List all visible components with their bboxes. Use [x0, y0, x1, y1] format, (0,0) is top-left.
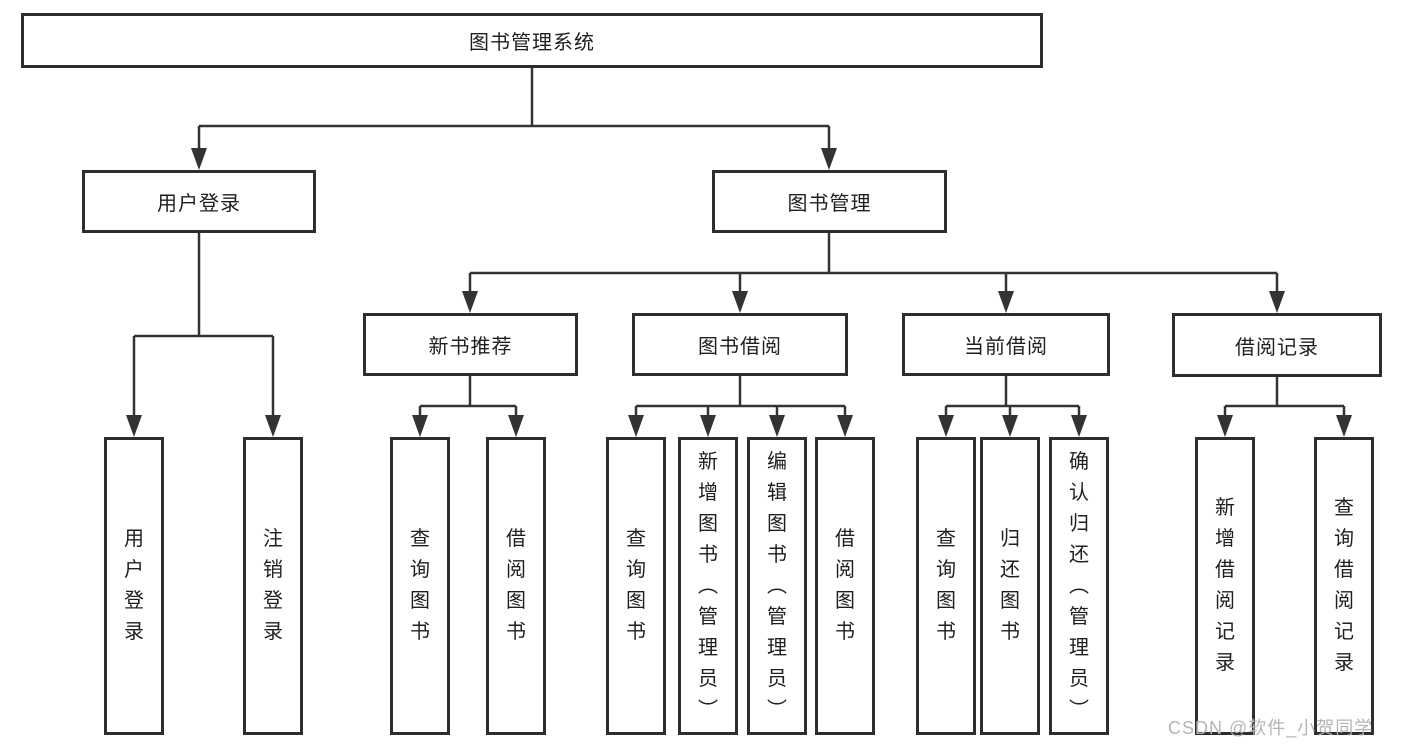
leaf-search-books-recommend: 查询图书 — [390, 437, 450, 735]
leaf-label: 查询图书 — [936, 528, 956, 643]
leaf-label: 归还图书 — [1000, 528, 1020, 643]
node-label: 借阅记录 — [1235, 336, 1319, 359]
node-book-borrowing: 图书借阅 — [632, 313, 848, 376]
leaf-search-books-borrow: 查询图书 — [606, 437, 666, 735]
node-label: 图书管理系统 — [469, 32, 595, 54]
csdn-watermark: CSDN @软件_小贺同学 — [1168, 718, 1374, 738]
leaf-label: 借阅图书 — [835, 528, 855, 643]
leaf-label: 用户登录 — [124, 528, 144, 643]
leaf-confirm-return-admin: 确认归还︵管理员︶ — [1049, 437, 1109, 735]
leaf-label: 编辑图书︵管理员︶ — [767, 450, 787, 721]
leaf-user-login: 用户登录 — [104, 437, 164, 735]
leaf-label: 借阅图书 — [506, 528, 526, 643]
node-borrowing-records: 借阅记录 — [1172, 313, 1382, 377]
node-label: 图书借阅 — [698, 336, 782, 358]
leaf-label: 新增借阅记录 — [1215, 497, 1235, 674]
node-label: 新书推荐 — [428, 336, 513, 358]
node-user-login: 用户登录 — [82, 170, 316, 233]
leaf-search-books-current: 查询图书 — [916, 437, 976, 735]
leaf-add-books-admin: 新增图书︵管理员︶ — [678, 437, 738, 735]
leaf-edit-books-admin: 编辑图书︵管理员︶ — [747, 437, 807, 735]
node-label: 当前借阅 — [964, 336, 1048, 358]
node-current-borrowing: 当前借阅 — [902, 313, 1110, 376]
leaf-borrow-books-recommend: 借阅图书 — [486, 437, 546, 735]
leaf-search-borrow-record: 查询借阅记录 — [1314, 437, 1374, 735]
leaf-label: 查询图书 — [410, 528, 430, 643]
leaf-borrow-books: 借阅图书 — [815, 437, 875, 735]
node-library-management-system: 图书管理系统 — [21, 13, 1043, 68]
node-label: 图书管理 — [787, 193, 872, 215]
leaf-add-borrow-record: 新增借阅记录 — [1195, 437, 1255, 735]
leaf-return-books: 归还图书 — [980, 437, 1040, 735]
leaf-label: 新增图书︵管理员︶ — [698, 450, 718, 721]
node-new-book-recommend: 新书推荐 — [363, 313, 578, 376]
leaf-label: 查询图书 — [626, 528, 646, 643]
leaf-logout: 注销登录 — [243, 437, 303, 735]
leaf-label: 确认归还︵管理员︶ — [1069, 450, 1089, 721]
node-book-management: 图书管理 — [712, 170, 947, 233]
node-label: 用户登录 — [157, 193, 241, 215]
leaf-label: 注销登录 — [263, 528, 283, 643]
leaf-label: 查询借阅记录 — [1334, 497, 1354, 674]
